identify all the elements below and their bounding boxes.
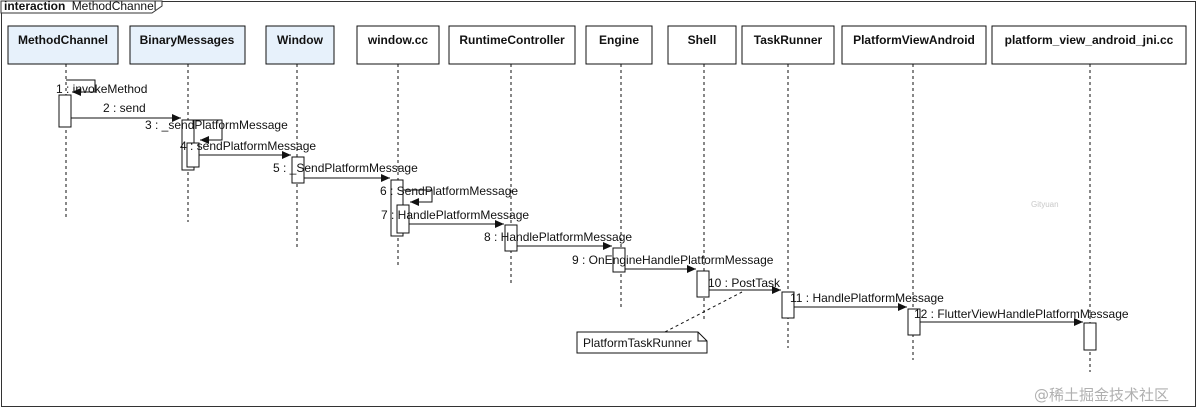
watermark: @稀土掘金技术社区 (1034, 386, 1169, 404)
message-6-label: 6 : SendPlatformMessage (380, 184, 518, 198)
activation-methodchannel (58, 94, 72, 128)
message-labels: 1 : invokeMethod 2 : send 3 : _sendPlatf… (56, 82, 1129, 321)
participant-box (991, 25, 1187, 65)
activation-window-cc-inner (396, 204, 410, 234)
participant-platformviewandroid: PlatformViewAndroid (841, 25, 987, 65)
participant-label: TaskRunner (754, 33, 823, 47)
activation-shell (696, 270, 710, 298)
participant-box (585, 25, 653, 65)
participant-methodchannel: MethodChannel (7, 25, 119, 65)
activation-runtimecontroller (504, 224, 518, 252)
activation-platform-view-android-jni (1083, 322, 1097, 351)
message-8-label: 8 : HandlePlatformMessage (484, 230, 632, 244)
note-connector (664, 291, 743, 333)
message-10-label: 10 : PostTask (708, 276, 781, 290)
participant-engine: Engine (585, 25, 653, 65)
frame-title: interaction MethodChannel (4, 0, 156, 13)
participant-binarymessages: BinaryMessages (129, 25, 246, 65)
participant-label: Window (277, 33, 324, 47)
participant-box (448, 25, 576, 65)
participant-box (741, 25, 835, 65)
participant-label: BinaryMessages (140, 33, 235, 47)
message-12-label: 12 : FlutterViewHandlePlatformMessage (914, 307, 1129, 321)
faint-author-mark: Gityuan (1031, 200, 1059, 209)
message-4-label: 4 : sendPlatformMessage (180, 139, 316, 153)
message-11-label: 11 : HandlePlatformMessage (790, 291, 944, 305)
participant-platform-view-android-jni: platform_view_android_jni.cc (991, 25, 1187, 65)
participant-label: Engine (599, 33, 639, 47)
message-3-label: 3 : _sendPlatformMessage (145, 118, 288, 132)
activation-window (291, 156, 305, 184)
message-arrows (66, 79, 1083, 326)
participant-box (7, 25, 119, 65)
participant-box (265, 25, 335, 65)
message-7-label: 7 : HandlePlatformMessage (381, 208, 529, 222)
participant-label: window.cc (367, 33, 429, 47)
note-fold (697, 332, 707, 342)
message-6-arrow (403, 189, 433, 206)
activations (58, 94, 1097, 351)
message-1-arrow (66, 79, 96, 96)
note-text: PlatformTaskRunner (583, 336, 692, 350)
message-9-label: 9 : OnEngineHandlePlatformMessage (572, 253, 774, 267)
message-3-arrow (194, 119, 223, 144)
frame-title-name: MethodChannel (72, 0, 157, 13)
participant-taskrunner: TaskRunner (741, 25, 835, 65)
participant-box (841, 25, 987, 65)
participant-window-cc: window.cc (356, 25, 440, 65)
participant-shell: Shell (667, 25, 737, 65)
participant-box (667, 25, 737, 65)
frame-title-keyword: interaction (4, 0, 65, 13)
participant-label: platform_view_android_jni.cc (1005, 33, 1174, 47)
activation-taskrunner (781, 291, 795, 319)
participant-runtimecontroller: RuntimeController (448, 25, 576, 65)
note-box (576, 331, 708, 354)
participant-label: PlatformViewAndroid (853, 33, 975, 47)
participant-label: Shell (688, 33, 717, 47)
participant-box (356, 25, 440, 65)
message-2-label: 2 : send (103, 101, 146, 115)
lifelines (65, 64, 1091, 372)
participant-label: RuntimeController (459, 33, 565, 47)
participant-window: Window (265, 25, 335, 65)
note-platformtaskrunner: PlatformTaskRunner (576, 291, 743, 354)
frame-title-tab (0, 0, 163, 14)
message-1-label: 1 : invokeMethod (56, 82, 147, 96)
activation-engine (612, 247, 626, 273)
participant-label: MethodChannel (18, 33, 108, 47)
message-5-label: 5 : _SendPlatformMessage (273, 161, 418, 175)
